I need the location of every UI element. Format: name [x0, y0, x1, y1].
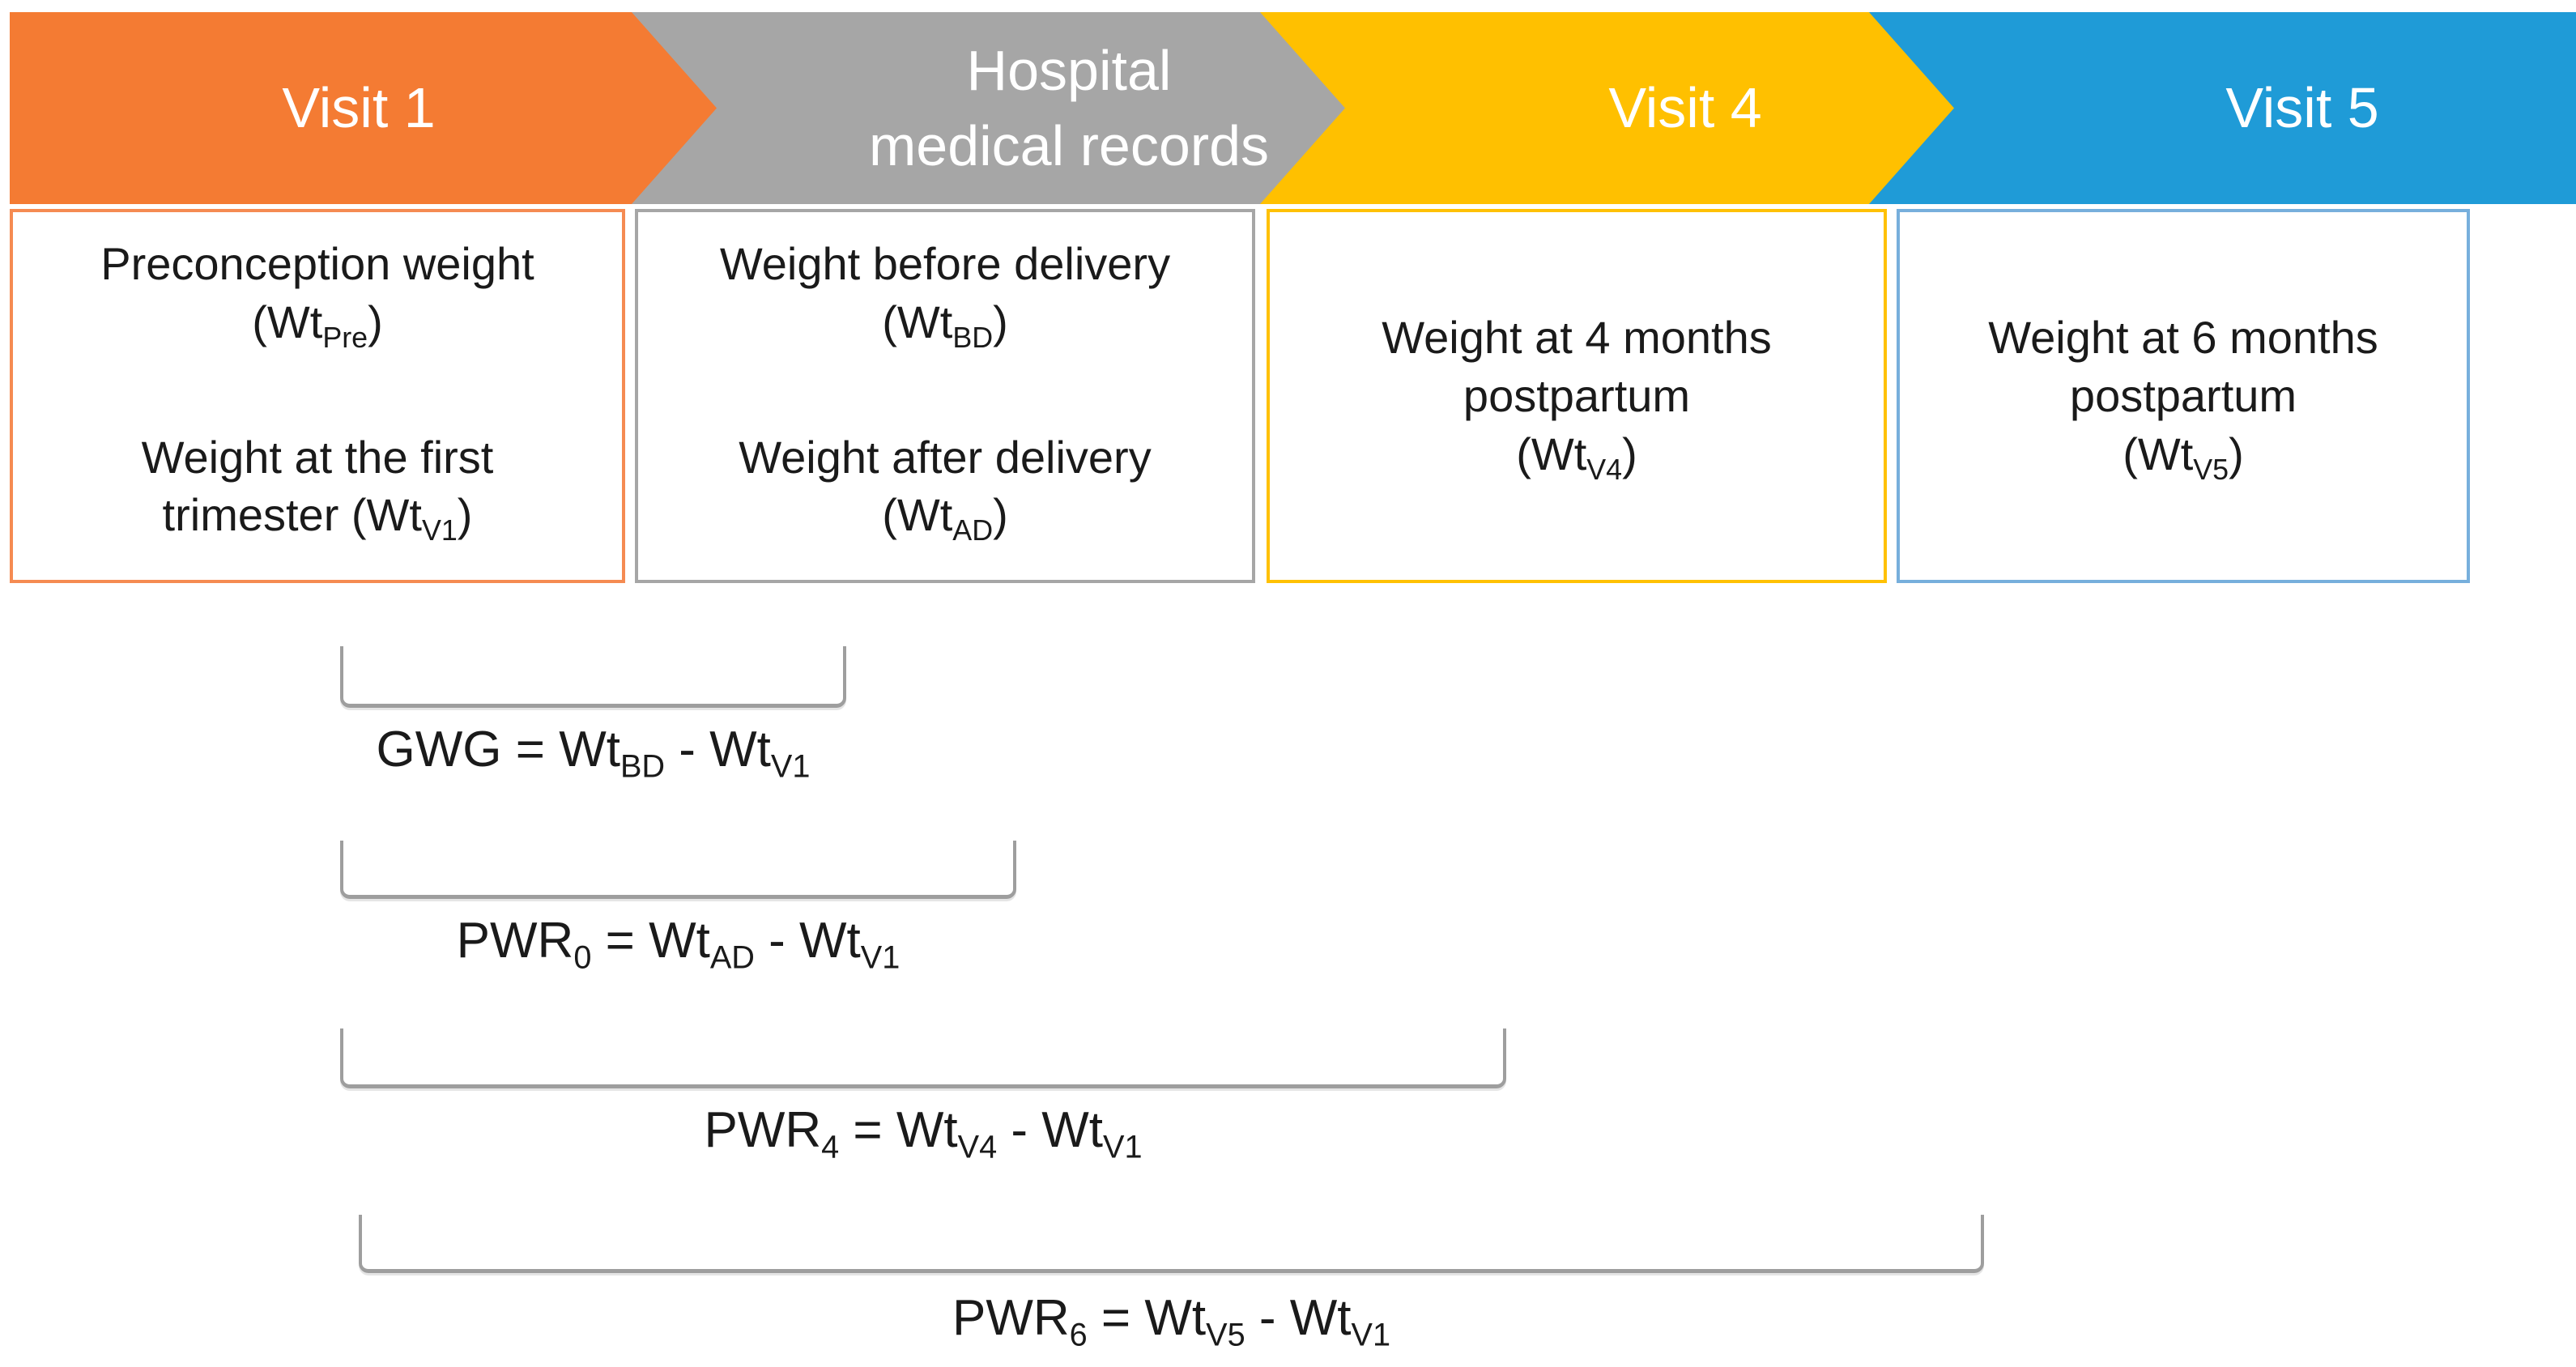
subscript: AD: [709, 939, 755, 976]
subscript: V1: [1351, 1317, 1391, 1353]
stage-label-hospital-records: Hospital medical records: [869, 33, 1269, 183]
stage-label-line1: Visit 5: [2225, 76, 2379, 140]
stage-label-line1: Hospital: [966, 39, 1172, 103]
measurement-symbol: (WtPre): [252, 296, 383, 354]
measurement-weight-after-delivery: Weight after delivery (WtAD): [739, 428, 1152, 547]
measurement-text: Weight at 4 months: [1382, 312, 1772, 364]
measurement-weight-4-months-postpartum: Weight at 4 months postpartum (WtV4): [1382, 309, 1771, 483]
measurement-text: Weight at 6 months: [1988, 312, 2378, 364]
measurement-weight-6-months-postpartum: Weight at 6 months postpartum (WtV5): [1988, 309, 2378, 483]
stage-label-line1: Visit 4: [1608, 76, 1762, 140]
formula-pwr6: PWR6 = WtV5 - WtV1: [952, 1290, 1391, 1353]
subscript: V1: [860, 939, 901, 976]
stage-label-line2: medical records: [868, 113, 1270, 177]
stage-box-visit-5: Weight at 6 months postpartum (WtV5): [1897, 209, 2470, 583]
bracket-gwg: [340, 646, 846, 708]
stage-label-visit-4: Visit 4: [1608, 70, 1761, 145]
subscript: V4: [957, 1129, 998, 1165]
subscript: 4: [821, 1129, 840, 1165]
measurement-symbol: (WtV4): [1516, 428, 1637, 487]
subscript: V5: [1206, 1317, 1245, 1353]
bracket-pwr0: [340, 841, 1016, 899]
subscript: V1: [421, 514, 458, 547]
measurement-text: Weight at the first: [141, 431, 494, 483]
formula-pwr4: PWR4 = WtV4 - WtV1: [704, 1102, 1143, 1165]
formula-gwg: GWG = WtBD - WtV1: [376, 722, 811, 785]
stage-chevron-visit-5: Visit 5: [1869, 12, 2576, 204]
measurement-text: postpartum: [2069, 370, 2297, 422]
measurement-text: Weight before delivery: [719, 238, 1171, 289]
stage-label-line1: Visit 1: [282, 76, 436, 140]
measurement-weight-before-delivery: Weight before delivery (WtBD): [719, 235, 1171, 354]
subscript: V4: [1586, 454, 1623, 487]
bracket-pwr6: [359, 1215, 1984, 1273]
subscript: 6: [1069, 1317, 1088, 1353]
bracket-pwr4: [340, 1028, 1506, 1088]
stage-box-hospital-records: Weight before delivery (WtBD) Weight aft…: [635, 209, 1255, 583]
subscript: Pre: [322, 321, 368, 354]
measurement-preconception-weight: Preconception weight (WtPre): [100, 235, 534, 354]
measurement-symbol: (WtV5): [2123, 428, 2244, 487]
stage-label-visit-1: Visit 1: [282, 70, 435, 145]
stage-box-visit-4: Weight at 4 months postpartum (WtV4): [1267, 209, 1887, 583]
subscript: AD: [952, 514, 994, 547]
subscript: BD: [620, 748, 666, 785]
measurement-symbol: (WtAD): [882, 489, 1008, 547]
subscript: 0: [573, 939, 592, 976]
subscript: V5: [2193, 454, 2229, 487]
stage-box-visit-1: Preconception weight (WtPre) Weight at t…: [10, 209, 625, 583]
subscript: BD: [952, 321, 994, 354]
formula-pwr0: PWR0 = WtAD - WtV1: [456, 913, 901, 976]
subscript: V1: [1102, 1129, 1143, 1165]
measurement-first-trimester-weight: Weight at the first trimester (WtV1): [141, 428, 494, 547]
stage-label-visit-5: Visit 5: [2225, 70, 2378, 145]
measurement-symbol: (WtBD): [882, 296, 1008, 354]
measurement-text: Weight after delivery: [739, 431, 1152, 483]
measurement-text: postpartum: [1463, 370, 1691, 422]
measurement-text: Preconception weight: [100, 238, 534, 289]
subscript: V1: [770, 748, 811, 785]
measurement-symbol: trimester (WtV1): [162, 489, 473, 547]
